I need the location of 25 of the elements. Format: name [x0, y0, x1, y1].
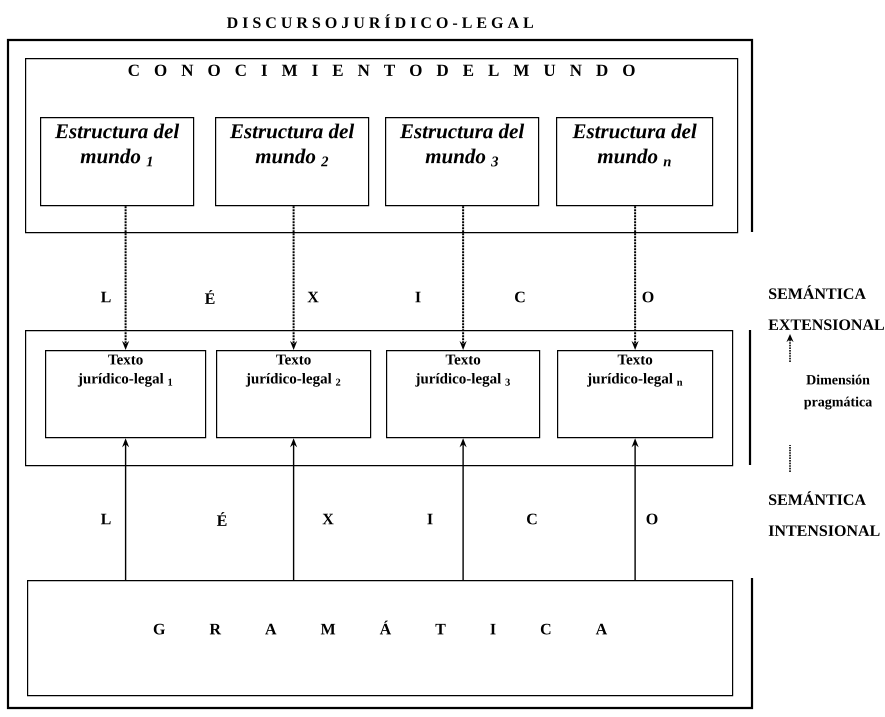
grammar-box: G R A M Á T I C A — [27, 580, 734, 696]
letter-label: C — [527, 514, 537, 524]
letter-label: É — [216, 512, 227, 526]
letter-label: L — [100, 292, 111, 302]
text-box: Texto jurídico-legal $_{n}$ — [557, 350, 714, 438]
letter-label: É — [204, 290, 215, 304]
letter-label: L — [100, 514, 111, 524]
group-box — [25, 330, 734, 466]
letter-label: O — [642, 292, 654, 302]
world-box: Estructura del mundo $_{3}$ — [385, 117, 540, 206]
letter-label: I — [427, 514, 433, 524]
letter-label: C — [515, 292, 525, 302]
letter-label: X — [322, 514, 334, 524]
side-label: SEMÁNTICA INTENSIONAL — [768, 491, 880, 536]
world-box: Estructura del mundo $_{n}$ — [556, 117, 714, 206]
text-box: Texto jurídico-legal $_{3}$ — [386, 350, 540, 438]
letter-label: I — [415, 292, 421, 302]
text-box: Texto jurídico-legal $_{1}$ — [45, 350, 206, 438]
text-box: Texto jurídico-legal $_{2}$ — [216, 350, 372, 438]
letter-label: O — [646, 514, 658, 524]
letter-label: X — [308, 292, 319, 302]
side-label: Dimensión pragmática — [804, 374, 872, 410]
side-label: SEMÁNTICA EXTENSIONAL — [768, 285, 884, 330]
world-box: Estructura del mundo $_{2}$ — [215, 117, 370, 206]
world-box: Estructura del mundo $_{1}$ — [40, 117, 194, 206]
